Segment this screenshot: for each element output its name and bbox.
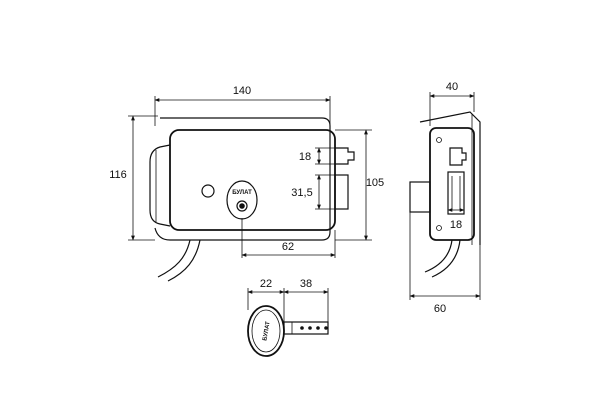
dim-bolt-offset: 31,5	[291, 187, 312, 199]
side-plate	[419, 111, 481, 245]
screw-hole	[436, 137, 442, 143]
dim-front-height-body: 105	[366, 177, 384, 189]
lock-flange	[149, 144, 171, 227]
side-cable-1	[424, 239, 453, 273]
screw-hole	[436, 225, 442, 231]
brand-lock-label: БУЛАТ	[232, 190, 252, 196]
key-view: БУЛАТ 22 38	[247, 278, 329, 357]
dim-front-height-total: 116	[109, 169, 127, 181]
key-dimple	[324, 326, 328, 330]
dim-key-blade: 38	[300, 278, 312, 290]
dim-side-width-top: 40	[446, 81, 458, 93]
key-dimple	[308, 326, 312, 330]
cylinder-core	[236, 200, 248, 212]
cable-2	[167, 239, 201, 282]
front-view: БУЛАТ 140 116 105 18 31,5 62	[109, 85, 384, 282]
key-dimple	[316, 326, 320, 330]
side-latch	[449, 147, 467, 166]
dim-key-head: 22	[260, 278, 272, 290]
release-button	[201, 184, 215, 198]
dim-side-detail: 18	[450, 219, 462, 231]
mounting-plate	[154, 117, 331, 241]
key-dimple	[300, 326, 304, 330]
dim-cylinder-offset: 62	[282, 241, 294, 253]
cylinder-housing	[226, 180, 258, 220]
dim-bolt-height: 18	[299, 151, 311, 163]
dead-bolt	[334, 174, 349, 210]
cable-1	[157, 239, 191, 278]
keyhole-icon	[239, 203, 245, 209]
latch-bolt	[335, 147, 355, 165]
side-cable-2	[431, 239, 461, 278]
key-head-inner	[251, 309, 281, 353]
key-blade	[283, 321, 329, 335]
side-cylinder	[409, 181, 431, 213]
lock-body	[169, 129, 336, 231]
dim-front-width: 140	[233, 85, 251, 97]
side-view: 40 18 60	[409, 81, 481, 315]
dim-side-width-bottom: 60	[434, 303, 446, 315]
brand-key-label: БУЛАТ	[262, 321, 271, 342]
side-deadbolt	[447, 171, 465, 215]
